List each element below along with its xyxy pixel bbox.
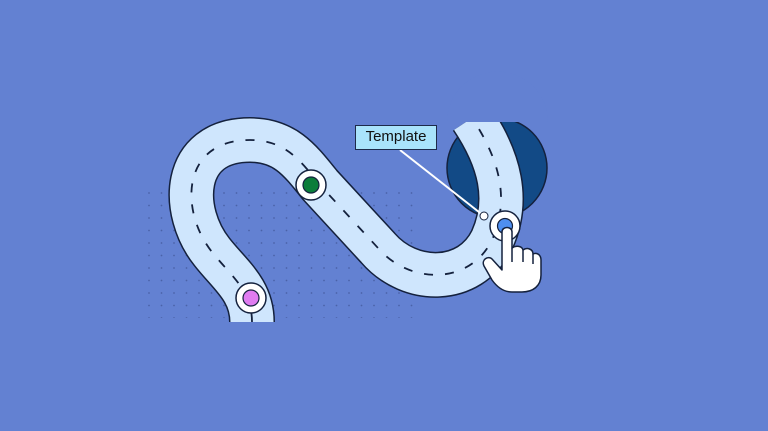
template-label: Template [355,125,437,150]
marker-milestone[interactable] [295,169,327,201]
label-connector [399,149,485,217]
marker-start[interactable] [235,282,267,314]
pointer-hand-icon [482,226,542,293]
